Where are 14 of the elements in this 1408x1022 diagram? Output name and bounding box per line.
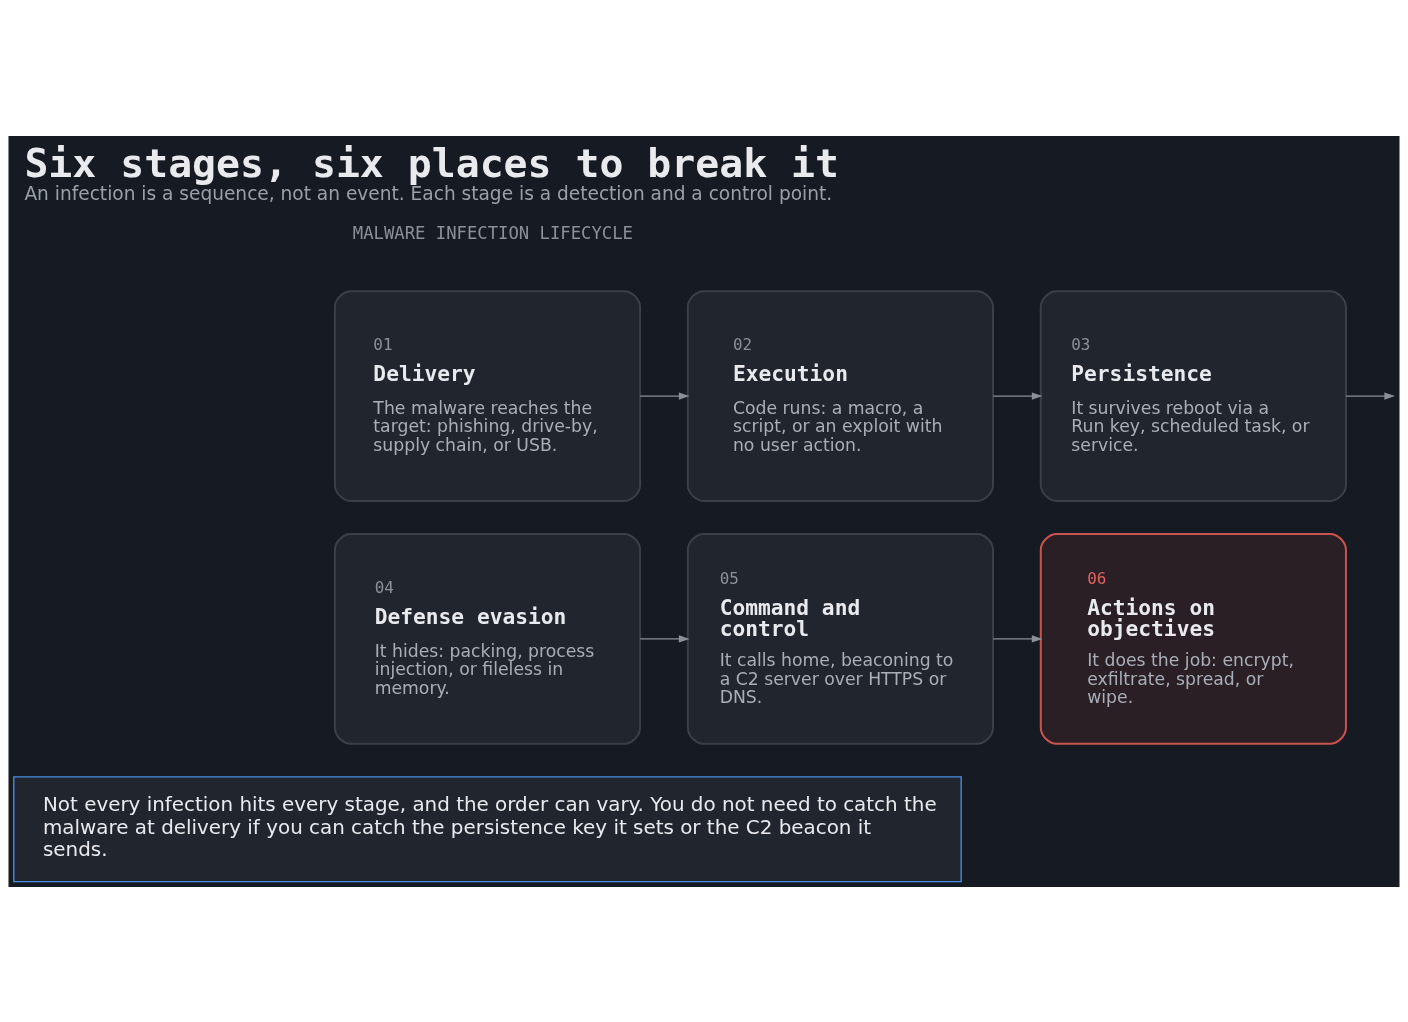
node-box: 05 Command and control It calls home, beaconing to a C2 server over HTTPS or DNS. bbox=[686, 532, 994, 745]
node-box: 06 Actions on objectives It does the job: encrypt, exfiltrate, spread, or wipe. bbox=[1039, 532, 1347, 745]
label: MALWARE INFECTION LIFECYCLE bbox=[352, 222, 633, 243]
label: Not every infection hits every stage, and the order can vary. You do not need to catch the malware at delivery if you can catch the persistence key it sets or the C2 beacon it sends. bbox=[42, 792, 937, 861]
node-box: 01 Delivery The malware reaches the target: phishing, drive-by, supply chain, or USB. bbox=[333, 289, 642, 502]
arrow bbox=[639, 391, 690, 400]
diagram-title: Six stages, six places to break it bbox=[24, 139, 840, 186]
arrow bbox=[992, 391, 1043, 400]
node-box: 04 Defense evasion It hides: packing, process injection, or fileless in memory. bbox=[333, 532, 642, 745]
node-box: 02 Execution Code runs: a macro, a script, or an exploit with no user action. bbox=[686, 289, 994, 502]
arrow bbox=[992, 634, 1043, 643]
arrow bbox=[1345, 391, 1395, 400]
node-box: 03 Persistence It survives reboot via a Run key, scheduled task, or service. bbox=[1039, 289, 1347, 502]
arrow bbox=[639, 634, 690, 643]
